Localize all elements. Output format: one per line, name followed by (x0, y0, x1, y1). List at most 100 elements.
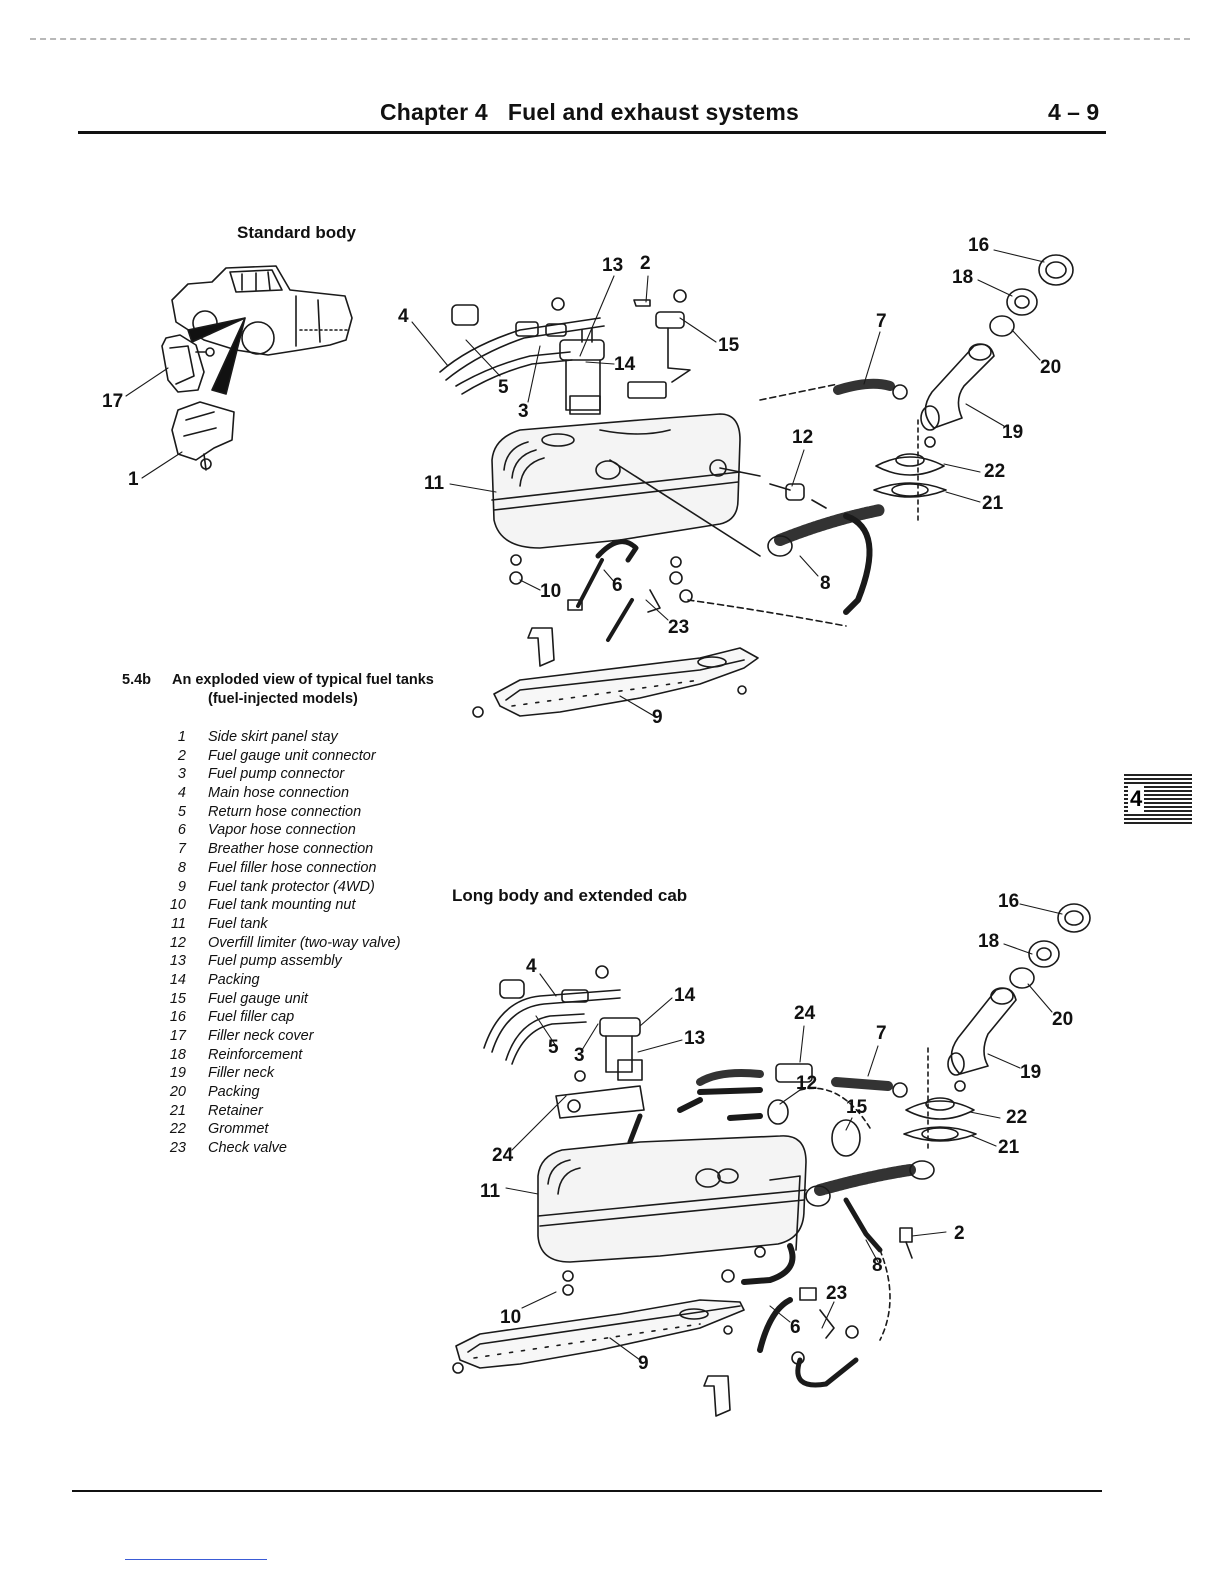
callout-long-11: 11 (480, 1181, 501, 1202)
callout-std-11: 11 (424, 473, 445, 494)
legend-item-text: Check valve (208, 1140, 287, 1157)
long-filler-hoses (800, 1088, 934, 1340)
legend-item-text: Fuel pump assembly (208, 953, 342, 970)
callout-std-7: 7 (876, 311, 887, 332)
callout-long-16: 16 (998, 891, 1020, 912)
legend-item-text: Main hose connection (208, 785, 350, 802)
legend-item-text: Fuel filler hose connection (208, 859, 377, 876)
legend-item-number: 20 (169, 1084, 186, 1101)
caption-line-1: An exploded view of typical fuel tanks (172, 672, 434, 688)
legend-item-number: 1 (177, 729, 186, 745)
leader-lines-long (506, 904, 1062, 1360)
legend-item-number: 15 (169, 990, 186, 1007)
callout-long-18: 18 (978, 931, 1000, 952)
std-tank-protector (473, 648, 758, 717)
legend-item-text: Fuel tank (208, 915, 268, 932)
callout-std-17: 17 (102, 391, 124, 412)
legend-item-text: Breather hose connection (208, 841, 374, 858)
legend-item-text: Retainer (208, 1102, 263, 1119)
legend-item-text: Packing (208, 1084, 260, 1101)
legend-item-number: 11 (170, 915, 186, 932)
legend-item-text: Reinforcement (208, 1046, 303, 1063)
legend-item-number: 23 (169, 1140, 186, 1157)
legend-item: 7 Breather hose connection (150, 840, 450, 859)
long-lower-parts (563, 1246, 858, 1416)
legend-item-number: 2 (177, 747, 186, 764)
long-hose-bracket (556, 1064, 907, 1142)
callout-long-6: 6 (790, 1317, 801, 1338)
callout-std-19: 19 (1002, 422, 1024, 443)
legend-item-number: 6 (177, 822, 186, 839)
legend-item-text: Fuel filler cap (208, 1009, 295, 1026)
chapter-title: Fuel and exhaust systems (507, 99, 800, 125)
callout-long-7: 7 (876, 1023, 887, 1044)
caption-line-2: (fuel-injected models) (208, 691, 358, 707)
std-filler-hoses (610, 384, 907, 626)
callout-long-4: 4 (526, 956, 537, 977)
legend-item-number: 22 (169, 1121, 186, 1138)
callout-std-22: 22 (984, 461, 1006, 482)
legend-item-number: 10 (169, 897, 186, 914)
callout-long-19: 19 (1020, 1062, 1042, 1083)
legend-item-text: Return hose connection (208, 803, 362, 820)
long-tank-protector (453, 1300, 744, 1373)
legend-item-text: Fuel pump connector (208, 766, 345, 783)
legend-item-number: 7 (177, 841, 186, 858)
legend-item-number: 19 (169, 1065, 186, 1082)
callout-long-20: 20 (1052, 1009, 1074, 1030)
figure-number: 5.4b (122, 672, 152, 688)
callout-std-5: 5 (498, 377, 509, 398)
std-lower-parts (510, 542, 692, 666)
callout-std-15: 15 (718, 335, 740, 356)
long-fuel-tank (538, 1136, 806, 1262)
section-title-standard-body: Standard body (237, 223, 357, 242)
legend-item-number: 14 (169, 971, 186, 988)
legend-item-number: 21 (169, 1102, 186, 1119)
leader-lines-standard (126, 250, 1044, 716)
callout-std-14: 14 (614, 354, 636, 375)
legend-item-number: 17 (169, 1028, 186, 1044)
legend-item-text: Filler neck (208, 1065, 275, 1082)
legend-item: 20 Packing (150, 1083, 450, 1102)
legend-item: 11 Fuel tank (150, 915, 450, 934)
std-fuel-pump-assembly (560, 328, 604, 414)
legend-item-number: 18 (169, 1046, 186, 1063)
top-scan-dash (30, 38, 1190, 40)
callout-std-23: 23 (668, 617, 690, 638)
legend-item-text: Side skirt panel stay (208, 729, 338, 745)
callout-long-5: 5 (548, 1037, 559, 1058)
legend-item: 13 Fuel pump assembly (150, 952, 450, 971)
std-fuel-tank (492, 414, 740, 548)
footer-rule (72, 1490, 1102, 1492)
callout-long-10: 10 (500, 1307, 522, 1328)
legend-item-number: 8 (177, 859, 186, 876)
legend-item-number: 13 (169, 953, 186, 970)
page-number: 4 – 9 (1048, 99, 1100, 125)
legend-item-number: 3 (177, 766, 186, 783)
callout-std-6: 6 (612, 575, 623, 596)
callout-std-12: 12 (792, 427, 814, 448)
legend-item-text: Grommet (208, 1121, 269, 1138)
callout-std-9: 9 (652, 707, 663, 728)
long-filler-neck-assembly (904, 904, 1090, 1150)
callout-long-24-left: 24 (492, 1145, 514, 1166)
std-fuel-gauge-unit (628, 300, 690, 398)
std-filler-neck-assembly (874, 255, 1073, 520)
legend-item-number: 9 (177, 878, 186, 895)
legend-item: 1 Side skirt panel stay (150, 728, 450, 747)
callout-long-12: 12 (796, 1073, 818, 1094)
legend-item: 21 Retainer (150, 1102, 450, 1121)
pickup-truck-illustration (172, 266, 352, 394)
callout-long-13: 13 (684, 1028, 706, 1049)
callout-std-16: 16 (968, 235, 990, 256)
